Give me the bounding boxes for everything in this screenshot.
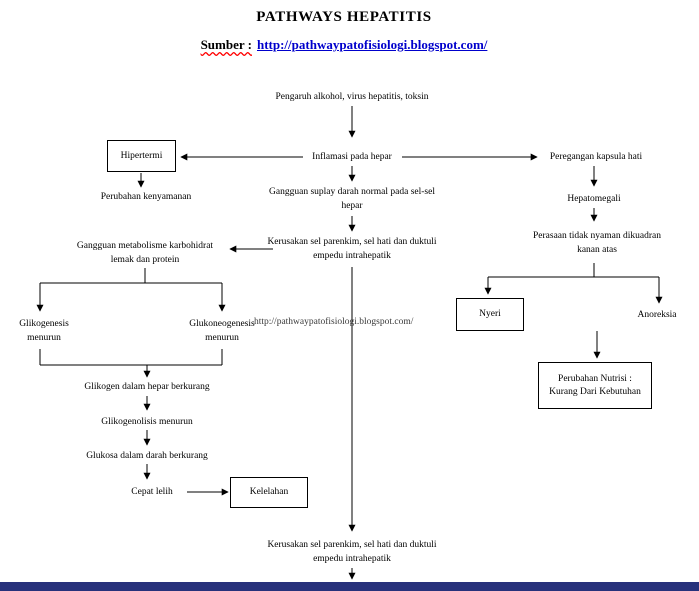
node-glukoneogenesis: Glukoneogenesis menurun — [189, 319, 255, 343]
node-glikogen-berkurang: Glikogen dalam hepar berkurang — [84, 382, 210, 392]
box-perubahan-nutrisi: Perubahan Nutrisi : Kurang Dari Kebutuha… — [538, 362, 652, 409]
node-kerusakan-2: Kerusakan sel parenkim, sel hati dan duk… — [267, 540, 437, 564]
node-kerusakan-1: Kerusakan sel parenkim, sel hati dan duk… — [267, 237, 437, 261]
node-perubahan-kenyamanan: Perubahan kenyamanan — [100, 192, 192, 202]
node-gangguan-metabolisme: Gangguan metabolisme karbohidrat lemak d… — [76, 241, 214, 265]
source-label: Sumber : — [200, 37, 252, 52]
box-perubahan-nutrisi-label: Perubahan Nutrisi : Kurang Dari Kebutuha… — [549, 373, 641, 397]
node-peregangan: Peregangan kapsula hati — [549, 152, 643, 162]
source-line: Sumber : http://pathwaypatofisiologi.blog… — [0, 37, 688, 53]
node-perasaan: Perasaan tidak nyaman dikuadran kanan at… — [533, 231, 661, 255]
source-link[interactable]: http://pathwaypatofisiologi.blogspot.com… — [256, 37, 488, 52]
bottom-taskbar — [0, 582, 699, 591]
node-anoreksia: Anoreksia — [637, 310, 677, 320]
box-hipertermi-label: Hipertermi — [120, 150, 163, 161]
node-inflamasi: Inflamasi pada hepar — [312, 152, 392, 162]
node-cepat-lelih: Cepat lelih — [131, 487, 173, 497]
box-kelelahan: Kelelahan — [230, 477, 308, 508]
node-glukosa-berkurang: Glukosa dalam darah berkurang — [86, 451, 208, 461]
box-hipertermi: Hipertermi — [107, 140, 176, 172]
node-pengaruh: Pengaruh alkohol, virus hepatitis, toksi… — [275, 92, 429, 102]
page-title: PATHWAYS HEPATITIS — [256, 9, 432, 25]
node-gangguan-suplay: Gangguan suplay darah normal pada sel-se… — [269, 187, 435, 211]
node-glikogenolisis: Glikogenolisis menurun — [101, 417, 193, 427]
box-nyeri-label: Nyeri — [479, 309, 501, 319]
watermark-url: http://pathwaypatofisiologi.blogspot.com… — [254, 317, 414, 327]
box-nyeri: Nyeri — [456, 298, 524, 331]
box-kelelahan-label: Kelelahan — [249, 487, 289, 497]
node-glikogenesis: Glikogenesis menurun — [19, 319, 69, 343]
node-hepatomegali: Hepatomegali — [567, 194, 621, 204]
